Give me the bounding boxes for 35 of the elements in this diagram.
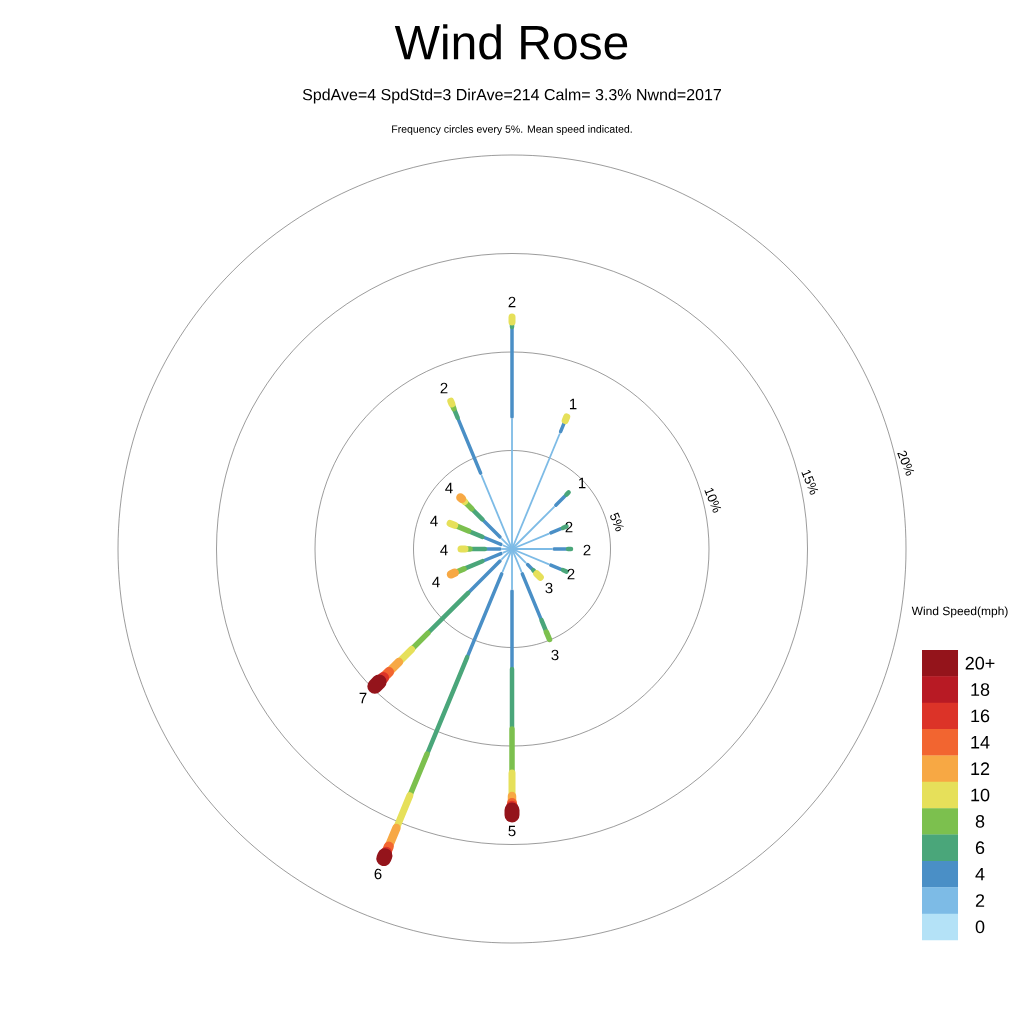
mean-speed-label: 1 bbox=[570, 398, 577, 410]
legend-label: 4 bbox=[975, 867, 985, 881]
ring-label: 15% bbox=[801, 469, 819, 495]
legend-title: Wind Speed(mph) bbox=[911, 606, 1008, 618]
legend-label: 8 bbox=[975, 815, 985, 828]
legend-label: 18 bbox=[971, 683, 990, 696]
mean-speed-label: 2 bbox=[565, 521, 573, 533]
mean-speed-label: 4 bbox=[440, 544, 448, 556]
mean-speed-label: 3 bbox=[551, 649, 559, 661]
mean-speed-label: 4 bbox=[432, 576, 440, 588]
note-text: Frequency circles every 5%. Mean speed indicated. bbox=[392, 125, 632, 135]
mean-speed-label: 4 bbox=[445, 482, 453, 494]
chart-title: Wind Rose bbox=[394, 24, 628, 60]
legend-label: 12 bbox=[971, 762, 990, 775]
mean-speed-label: 6 bbox=[374, 868, 382, 880]
ring-label: 10% bbox=[704, 487, 722, 513]
mean-speed-label: 5 bbox=[508, 825, 516, 837]
ring-label: 5% bbox=[610, 512, 624, 532]
mean-speed-label: 2 bbox=[583, 544, 591, 556]
mean-speed-label: 7 bbox=[359, 692, 367, 704]
mean-speed-label: 2 bbox=[440, 382, 448, 394]
mean-speed-label: 4 bbox=[430, 515, 438, 527]
legend-label: 14 bbox=[971, 736, 990, 749]
ring-label: 20% bbox=[897, 450, 915, 476]
legend-label: 16 bbox=[971, 709, 990, 723]
legend-label: 6 bbox=[975, 841, 985, 855]
mean-speed-label: 3 bbox=[545, 582, 553, 594]
mean-speed-label: 1 bbox=[579, 477, 586, 489]
legend-label: 20+ bbox=[965, 656, 995, 670]
mean-speed-label: 2 bbox=[567, 568, 575, 580]
statistics-line: SpdAve=4 SpdStd=3 DirAve=214 Calm= 3.3% Nwnd=2017 bbox=[302, 88, 721, 104]
legend-label: 0 bbox=[975, 920, 985, 934]
legend-label: 2 bbox=[975, 894, 985, 907]
legend-label: 10 bbox=[971, 788, 990, 802]
mean-speed-label: 2 bbox=[508, 296, 516, 308]
